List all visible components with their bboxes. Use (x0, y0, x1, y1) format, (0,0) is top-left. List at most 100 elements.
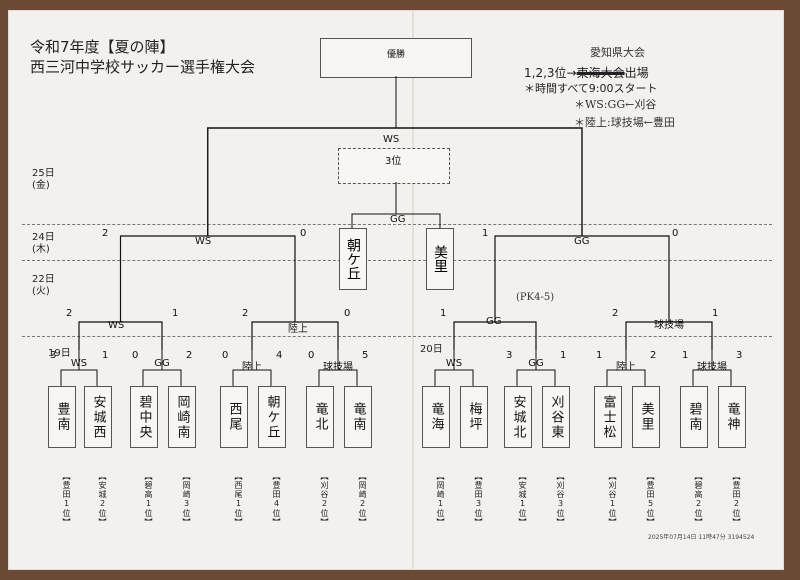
team-8: 竜南 (344, 386, 372, 448)
r1-bracket-5 (434, 369, 474, 386)
team-15-seed: 【碧高2位】 (694, 471, 703, 527)
final-bracket (207, 127, 583, 236)
final-venue: WS (383, 134, 400, 145)
team-5: 西尾 (220, 386, 248, 448)
r1-match-8-score-b: 3 (736, 350, 743, 361)
team-3-seed: 【碧高1位】 (144, 471, 153, 527)
semi-right-venue: GG (574, 236, 590, 247)
qf3-score-a: 1 (440, 308, 447, 319)
r1-match-1-score-a: 3 (50, 350, 57, 361)
footer-timestamp: 2025年07月14日 11時47分 3194524 (648, 534, 755, 541)
qf1-score-b: 1 (172, 308, 179, 319)
divider-22-19 (22, 336, 772, 337)
qf4-score-b: 1 (712, 308, 719, 319)
r1-bracket-1 (60, 369, 98, 386)
team-13: 富士松 (594, 386, 622, 448)
title-line1: 令和7年度【夏の陣】 (30, 38, 175, 56)
r1-match-6-score-a: 3 (506, 350, 513, 361)
day-20: 20日 (420, 344, 443, 355)
team-11-seed: 【安城1位】 (518, 471, 527, 527)
team-15: 碧南 (680, 386, 708, 448)
qualify-note: 1,2,3位→東海大会出場 (524, 66, 649, 80)
divider-25-24 (22, 224, 772, 225)
qf-bracket-4 (625, 321, 713, 350)
qf-bracket-1 (78, 321, 163, 350)
third-place-venue: GG (390, 214, 406, 225)
team-6: 朝ケ丘 (258, 386, 286, 448)
bracket-lines (60, 76, 732, 386)
third-place-right-team: 美里 (426, 228, 454, 290)
team-4-seed: 【岡崎3位】 (182, 471, 191, 527)
qf3-pk-note: (PK4-5) (516, 292, 555, 303)
r1-bracket-4 (318, 369, 358, 386)
team-14-seed: 【豊田5位】 (646, 471, 655, 527)
divider-24-22 (22, 260, 772, 261)
team-8-seed: 【岡崎2位】 (358, 471, 367, 527)
team-4: 岡崎南 (168, 386, 196, 448)
semi-left-score-a: 2 (102, 228, 109, 239)
team-2-seed: 【安城2位】 (98, 471, 107, 527)
qf1-score-a: 2 (66, 308, 73, 319)
semi-left-score-b: 0 (300, 228, 307, 239)
team-12-seed: 【刈谷3位】 (556, 471, 565, 527)
qf4-venue: 球技場 (654, 320, 684, 331)
r1-match-2-score-b: 2 (186, 350, 193, 361)
qf4-score-a: 2 (612, 308, 619, 319)
team-1-seed: 【豊田1位】 (62, 471, 71, 527)
time-note: ＊時間すべて9:00スタート (524, 82, 658, 95)
team-2: 安城西 (84, 386, 112, 448)
qualify-struck: 東海大会 (576, 66, 625, 80)
team-6-seed: 【豊田4位】 (272, 471, 281, 527)
semi-left-bracket (119, 235, 296, 240)
team-1: 豊南 (48, 386, 76, 448)
paper-fold (412, 10, 414, 570)
team-5-seed: 【西尾1位】 (234, 471, 243, 527)
r1-match-4-score-b: 5 (362, 350, 369, 361)
third-place-left-team: 朝ケ丘 (339, 228, 367, 290)
r1-match-3-score-a: 0 (222, 350, 229, 361)
r1-match-7-score-b: 2 (650, 350, 657, 361)
semi-right-bracket (494, 235, 670, 240)
team-7: 竜北 (306, 386, 334, 448)
team-9: 竜海 (422, 386, 450, 448)
team-16-seed: 【豊田2位】 (732, 471, 741, 527)
semi-right-score-b: 0 (672, 228, 679, 239)
r1-match-4-score-a: 0 (308, 350, 315, 361)
r1-match-8-score-a: 1 (682, 350, 689, 361)
r1-bracket-8 (692, 369, 732, 386)
qualify-handwritten: 愛知県大会 (590, 46, 645, 59)
r1-bracket-3 (232, 369, 272, 386)
qf-bracket-3 (453, 321, 537, 350)
r1-bracket-6 (516, 369, 556, 386)
ws-note: ＊WS:GG←刈谷 (574, 98, 657, 111)
day-22: 22日(火) (32, 274, 55, 297)
r1-match-2-score-a: 0 (132, 350, 139, 361)
title-line2: 西三河中学校サッカー選手権大会 (30, 58, 256, 76)
team-7-seed: 【刈谷2位】 (320, 471, 329, 527)
r1-match-7-score-a: 1 (596, 350, 603, 361)
team-13-seed: 【刈谷1位】 (608, 471, 617, 527)
team-16: 竜神 (718, 386, 746, 448)
r1-match-1-score-b: 1 (102, 350, 109, 361)
champion-label: 優勝 (386, 50, 405, 60)
r1-match-3-score-b: 4 (276, 350, 283, 361)
day-19: 19日 (48, 348, 71, 359)
team-14: 美里 (632, 386, 660, 448)
riku-note: ＊陸上:球技場←豊田 (574, 116, 675, 129)
day-24: 24日(木) (32, 232, 55, 255)
r1-bracket-2 (142, 369, 182, 386)
qf1-venue: WS (108, 320, 125, 331)
third-place-box (338, 148, 450, 184)
qf2-score-b: 0 (344, 308, 351, 319)
r1-bracket-7 (606, 369, 646, 386)
r1-match-6-score-b: 1 (560, 350, 567, 361)
semi-right-score-a: 1 (482, 228, 489, 239)
day-25: 25日(金) (32, 168, 55, 191)
team-10-seed: 【豊田3位】 (474, 471, 483, 527)
semi-left-venue: WS (195, 236, 212, 247)
champion-box: 優勝 (320, 38, 472, 78)
team-11: 安城北 (504, 386, 532, 448)
team-10: 梅坪 (460, 386, 488, 448)
team-3: 碧中央 (130, 386, 158, 448)
team-12: 刈谷東 (542, 386, 570, 448)
